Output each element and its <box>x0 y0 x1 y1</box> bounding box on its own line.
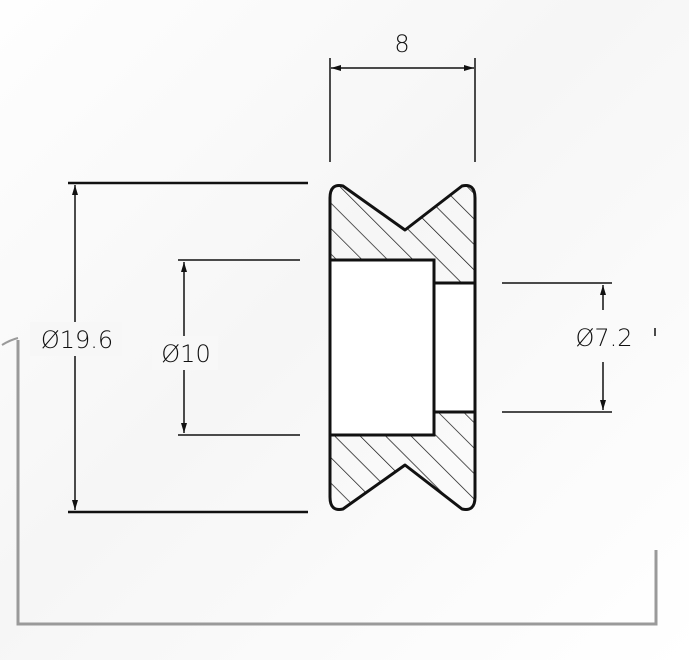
outer-diameter-label: Ø19.6 <box>41 326 113 354</box>
inner-diameter-label: Ø7.2 <box>575 324 632 352</box>
bore-cavity <box>328 258 436 437</box>
bore-diameter-label-bg <box>152 336 218 370</box>
pulley-section <box>328 184 477 511</box>
bore-diameter-label: Ø10 <box>161 340 210 368</box>
inner-hole <box>432 281 477 414</box>
outer-diameter-label-bg <box>30 322 122 356</box>
extension-lines <box>68 58 612 514</box>
page-border <box>1 337 658 626</box>
width-dimension-label: 8 <box>394 30 409 58</box>
